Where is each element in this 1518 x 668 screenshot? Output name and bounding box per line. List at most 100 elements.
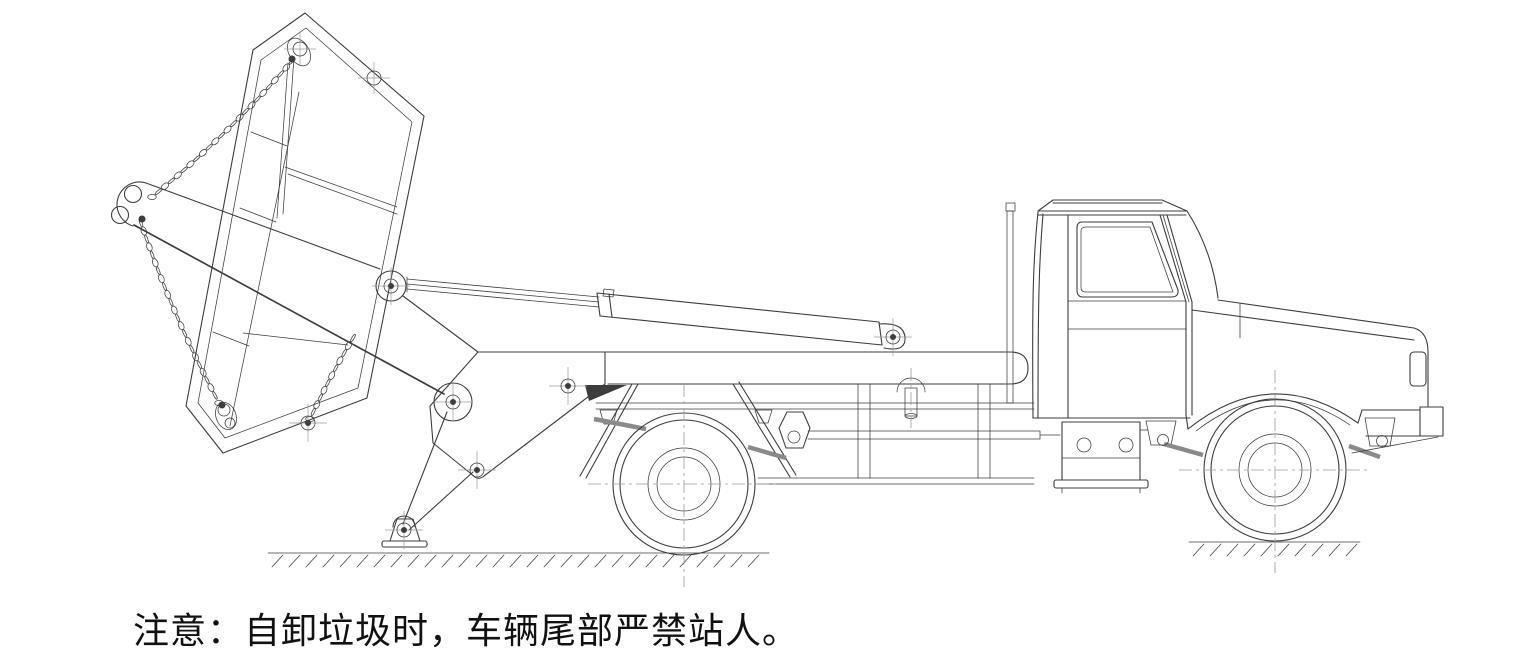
cylinder-rear-bracket [878, 323, 906, 350]
hatch-mark [458, 554, 471, 568]
hatch-mark [713, 554, 726, 568]
lift-chains [138, 57, 356, 422]
ground [267, 541, 1361, 568]
pivot-center-dot [565, 383, 571, 389]
chain-link [196, 360, 202, 369]
leaf-spring-rear-front [593, 416, 647, 432]
spring-shackle-bracket [778, 411, 811, 449]
chain-anchor-dot [218, 401, 226, 409]
pivot-center-dot [450, 399, 456, 405]
hatch-mark [645, 554, 658, 568]
hatch-mark [339, 554, 352, 568]
chain-link [223, 125, 232, 134]
hatch-mark [730, 554, 743, 568]
front-face [1413, 327, 1429, 408]
chain-link [186, 160, 195, 169]
hatch-mark [509, 554, 522, 568]
chain-link [265, 83, 273, 91]
hatch-mark [1294, 543, 1307, 557]
hatch-mark [1311, 543, 1324, 557]
crosshair-circle [292, 41, 308, 57]
chain-link [158, 274, 165, 284]
chain-link [177, 321, 185, 331]
stabilizer-strut-left [579, 383, 639, 479]
arm-tip-hole [123, 184, 143, 204]
hatch-mark [492, 554, 505, 568]
hatch-mark [662, 554, 675, 568]
swing-arm [110, 181, 606, 548]
tipping-plate [429, 351, 606, 479]
pivot-center-dot [401, 527, 407, 533]
cab-roof [1037, 199, 1188, 216]
center-markers [138, 33, 1388, 549]
spring-hanger [599, 409, 773, 425]
chain-anchor-dot [288, 55, 296, 63]
a-pillar-drip-rail [1162, 214, 1190, 303]
hatch-mark [1277, 543, 1290, 557]
cab-step-box [1053, 421, 1149, 494]
ground-line-front [1188, 541, 1361, 557]
caption-text: 注意：自卸垃圾时，车辆尾部严禁站人。 [133, 611, 800, 651]
door-crease [1067, 300, 1187, 330]
a-pillar [1159, 214, 1193, 303]
chain-link [173, 171, 182, 180]
chain-link [271, 76, 279, 85]
pivot-bullseye [560, 378, 576, 394]
hatch-mark [305, 554, 318, 568]
hatch-mark [475, 554, 488, 568]
chain-link [350, 333, 356, 343]
exhaust-stack [1005, 202, 1016, 404]
front-bumper [1419, 406, 1444, 437]
chain-link [310, 407, 316, 417]
pivot-bullseye [445, 394, 461, 410]
pivot-center-dot [890, 334, 896, 340]
front-spring-bracket-left [1145, 420, 1177, 446]
hatch-mark [1226, 543, 1239, 557]
hatch-mark [1243, 543, 1256, 557]
chain-link [189, 344, 195, 354]
hatch-mark [628, 554, 641, 568]
crosshair-circle [366, 70, 382, 86]
container-top-lug [287, 37, 311, 67]
hatch-mark [1260, 543, 1273, 557]
chain-link [320, 385, 328, 395]
tie-bar [807, 430, 1061, 440]
hatch-mark [288, 554, 301, 568]
ground-line-rear [267, 552, 770, 568]
hatch-mark [1209, 543, 1222, 557]
spring-to-bumper-line [1351, 436, 1439, 454]
subframe-main-rail [477, 351, 1029, 385]
hood-top [1217, 299, 1415, 329]
arm-upper-edge [145, 182, 381, 270]
pivot-center-dot [388, 283, 394, 289]
hatch-mark [594, 554, 607, 568]
chain-link [150, 250, 155, 260]
support-foot-base [381, 540, 428, 548]
chain-link [184, 336, 192, 346]
bolt-hole [1376, 435, 1388, 447]
chain-link [207, 383, 215, 393]
hatch-mark [407, 554, 420, 568]
hatch-mark [356, 554, 369, 568]
chain-link [204, 375, 210, 385]
chain-link [151, 258, 159, 268]
chain-link [199, 367, 207, 377]
hatch-mark [441, 554, 454, 568]
chain-link [198, 149, 207, 157]
chain-link [317, 393, 323, 402]
frame-gusset [585, 385, 627, 401]
hatch-mark [560, 554, 573, 568]
bolt-hole [1118, 437, 1134, 453]
chain-link [313, 400, 321, 410]
windshield-front-curve [1186, 210, 1219, 299]
hatch-mark [747, 554, 760, 568]
container-lug-post [276, 56, 295, 219]
fender-belt-line [1191, 309, 1415, 341]
container-brace [242, 166, 398, 346]
chain-link [235, 113, 244, 122]
hatch-mark [543, 554, 556, 568]
container-inner-outline [197, 27, 413, 439]
hatch-mark [424, 554, 437, 568]
pivot-center-dot [305, 420, 311, 426]
